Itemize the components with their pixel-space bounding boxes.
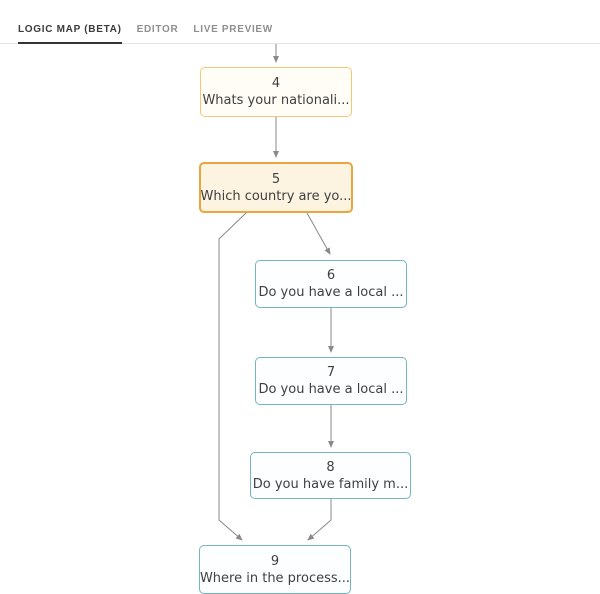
node-number: 6 bbox=[326, 268, 336, 283]
node-label: Where in the process... bbox=[199, 570, 351, 586]
node-number: 8 bbox=[326, 459, 335, 475]
node-number: 7 bbox=[326, 365, 336, 380]
edge-8-to-9 bbox=[307, 499, 332, 541]
node-label: Do you have a local ... bbox=[258, 382, 404, 397]
node-number: 5 bbox=[271, 171, 281, 187]
flow-node-6[interactable]: 6 Do you have a local ... bbox=[255, 260, 407, 308]
node-number: 9 bbox=[270, 553, 280, 569]
tab-logic-map[interactable]: LOGIC MAP (BETA) bbox=[18, 24, 122, 44]
tab-live-preview[interactable]: LIVE PREVIEW bbox=[193, 24, 273, 35]
edge-5-to-9 bbox=[218, 212, 247, 541]
node-number: 4 bbox=[271, 76, 281, 91]
node-label: Whats your nationali... bbox=[202, 93, 350, 108]
flow-node-7[interactable]: 7 Do you have a local ... bbox=[255, 357, 407, 405]
node-label: Do you have family m... bbox=[252, 476, 409, 492]
node-label: Do you have a local ... bbox=[258, 285, 404, 300]
edge-5-to-6 bbox=[306, 212, 331, 255]
node-label: Which country are yo... bbox=[200, 188, 352, 204]
tab-editor[interactable]: EDITOR bbox=[136, 24, 179, 35]
tab-bar: LOGIC MAP (BETA) EDITOR LIVE PREVIEW bbox=[0, 0, 600, 44]
